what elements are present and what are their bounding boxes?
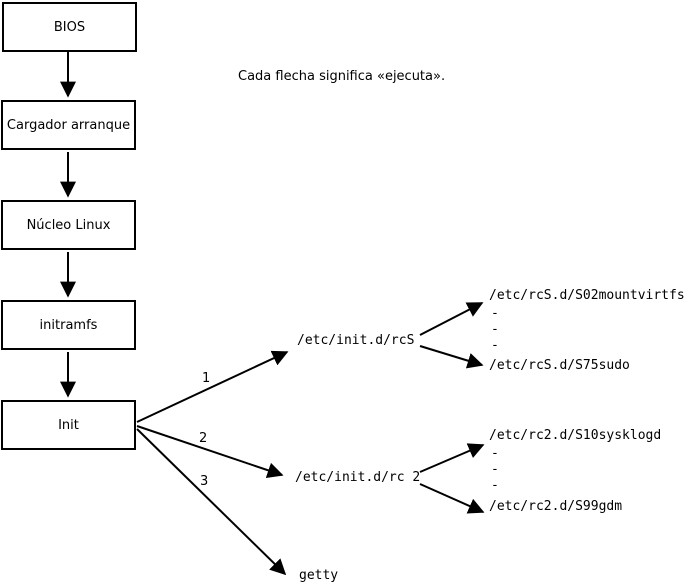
arrow-init-to-getty: [136, 428, 287, 576]
box-initramfs: initramfs: [1, 300, 136, 350]
ellipsis-rc2: - - -: [491, 446, 499, 494]
box-bios: BIOS: [2, 2, 137, 52]
node-init-rcs-script: /etc/init.d/rcS: [297, 333, 415, 348]
box-init: Init: [1, 400, 136, 450]
box-bootloader-label: Cargador arranque: [6, 117, 131, 133]
ellipsis-dash: -: [491, 322, 499, 337]
ellipsis-dash: -: [491, 462, 499, 477]
box-bootloader: Cargador arranque: [1, 100, 136, 150]
box-initramfs-label: initramfs: [39, 317, 98, 333]
arrow-label-3: 3: [200, 474, 209, 489]
arrow-rcs-to-last: [419, 345, 484, 369]
arrow-rc2-to-last: [419, 483, 485, 514]
arrow-label-1: 1: [202, 371, 211, 386]
box-kernel-label: Núcleo Linux: [26, 217, 111, 233]
node-init-rc2-script: /etc/init.d/rc 2: [295, 470, 421, 485]
box-init-label: Init: [58, 417, 79, 433]
ellipsis-dash: -: [491, 338, 499, 353]
ellipsis-rcs: - - -: [491, 306, 499, 354]
node-rcs-first-script: /etc/rcS.d/S02mountvirtfs: [489, 288, 684, 303]
ellipsis-dash: -: [491, 478, 499, 493]
arrow-label-2: 2: [199, 431, 208, 446]
ellipsis-dash: -: [491, 306, 499, 321]
node-rc2-first-script: /etc/rc2.d/S10sysklogd: [489, 428, 662, 443]
node-rcs-last-script: /etc/rcS.d/S75sudo: [489, 358, 630, 373]
box-bios-label: BIOS: [53, 19, 86, 35]
box-kernel: Núcleo Linux: [1, 200, 136, 250]
arrow-init-to-rcs: [136, 350, 289, 423]
arrow-rcs-to-first: [419, 302, 484, 336]
legend-note: Cada flecha significa «ejecuta».: [238, 69, 446, 84]
arrow-init-to-rc2: [136, 425, 284, 478]
ellipsis-dash: -: [491, 446, 499, 461]
node-rc2-last-script: /etc/rc2.d/S99gdm: [489, 499, 623, 514]
node-getty: getty: [299, 568, 339, 583]
arrow-rc2-to-first: [419, 443, 485, 473]
